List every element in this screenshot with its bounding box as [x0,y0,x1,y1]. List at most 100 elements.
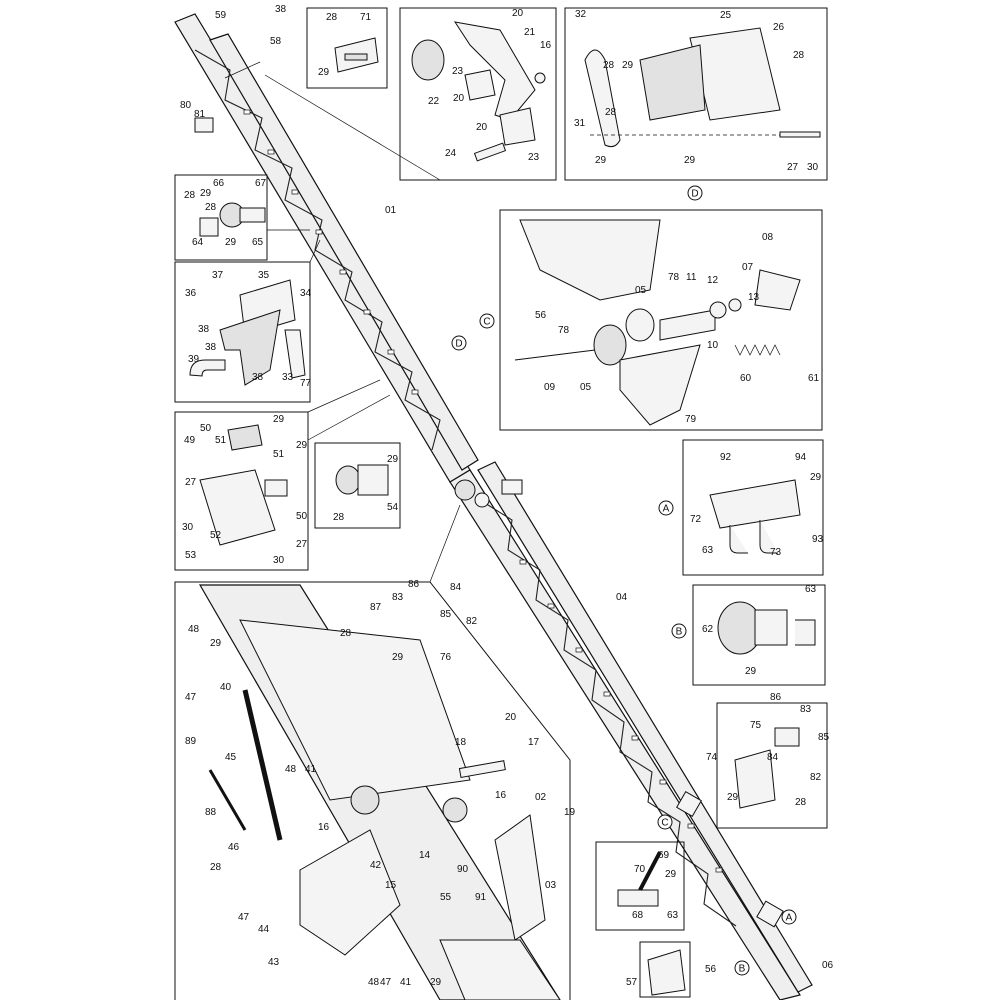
callout-label: 28 [205,202,217,213]
reference-circle: D [687,185,703,201]
callout-label: 38 [275,4,287,15]
callout-label: 55 [440,892,452,903]
callout-label: 78 [668,272,680,283]
callout-label: 16 [495,790,507,801]
inset-bracket-25 [564,7,828,181]
callout-label: 91 [475,892,487,903]
callout-label: 35 [258,270,270,281]
callout-label: 29 [387,454,399,465]
callout-label: 50 [200,423,212,434]
callout-label: 28 [605,107,617,118]
callout-label: 12 [707,275,719,286]
callout-label: 92 [720,452,732,463]
callout-label: 36 [185,288,197,299]
callout-label: 33 [282,372,294,383]
callout-label: 65 [252,237,264,248]
callout-label: 01 [385,205,397,216]
callout-label: 74 [706,752,718,763]
callout-label: 41 [400,977,412,988]
callout-label: 29 [210,638,222,649]
callout-label: 53 [185,550,197,561]
callout-label: 56 [705,964,717,975]
reference-circle-letter: B [739,964,746,975]
callout-label: 07 [742,262,754,273]
inset-main-hinge [174,581,571,1000]
callout-label: 34 [300,288,312,299]
reference-circle-letter: C [483,317,490,328]
callout-label: 38 [198,324,210,335]
callout-label: 47 [238,912,250,923]
reference-circle-outline [781,909,797,925]
reference-circle: C [479,313,495,329]
callout-label: 04 [616,592,628,603]
callout-label: 28 [326,12,338,23]
callout-label: 85 [818,732,830,743]
inset-B-clamp [692,584,826,686]
callout-label: 29 [745,666,757,677]
callout-label: 32 [575,9,587,20]
inset-A-clamp [682,439,824,576]
inset-mount-80 [194,117,214,133]
callout-label: 09 [544,382,556,393]
reference-circle-letter: B [676,627,683,638]
callout-label: 64 [192,237,204,248]
callout-label: 82 [810,772,822,783]
callout-label: 24 [445,148,457,159]
callout-label: 37 [212,270,224,281]
callout-label: 86 [770,692,782,703]
callout-label: 29 [595,155,607,166]
callout-label: 17 [528,737,540,748]
callout-label: 63 [805,584,817,595]
reference-circle-outline [734,960,750,976]
callout-label: 45 [225,752,237,763]
callout-label: 31 [574,118,586,129]
inset-hinge-21 [399,7,557,181]
callout-label: 63 [667,910,679,921]
callout-label: 30 [807,162,819,173]
callout-label: 11 [686,272,697,283]
callout-label: 29 [727,792,739,803]
reference-circle-letter: D [691,189,698,200]
callout-label: 29 [665,869,677,880]
callout-label: 57 [626,977,638,988]
callout-label: 68 [632,910,644,921]
leader-lines [224,61,461,583]
callout-label: 79 [685,414,697,425]
callout-label: 15 [385,880,397,891]
callout-label: 21 [524,27,536,38]
callout-label: 63 [702,545,714,556]
callout-label: 94 [795,452,807,463]
callout-label: 29 [296,440,308,451]
callout-label: 48 [368,977,380,988]
callout-label: 28 [184,190,196,201]
callout-label: 27 [185,477,197,488]
callout-label: 83 [800,704,812,715]
callout-label: 20 [476,122,488,133]
callout-label: 16 [318,822,330,833]
callout-label: 72 [690,514,702,525]
callout-label: 46 [228,842,240,853]
callout-label: 93 [812,534,824,545]
reference-circle-outline [451,335,467,351]
callout-label: 50 [296,511,308,522]
reference-circle: A [781,909,797,925]
callout-label: 52 [210,530,222,541]
callout-label: 62 [702,624,714,635]
callout-label: 03 [545,880,557,891]
callout-label: 88 [205,807,217,818]
callout-label: 84 [767,752,779,763]
callout-label: 51 [273,449,285,460]
reference-circle: B [734,960,750,976]
callout-label: 30 [273,555,285,566]
callout-label: 78 [558,325,570,336]
callout-label: 56 [535,310,547,321]
callout-label: 75 [750,720,762,731]
callout-label: 47 [185,692,197,703]
callout-label: 84 [450,582,462,593]
callout-label: 48 [285,764,297,775]
reference-circle-letter: D [455,339,462,350]
callout-label: 87 [370,602,382,613]
main-boom [174,13,813,1000]
